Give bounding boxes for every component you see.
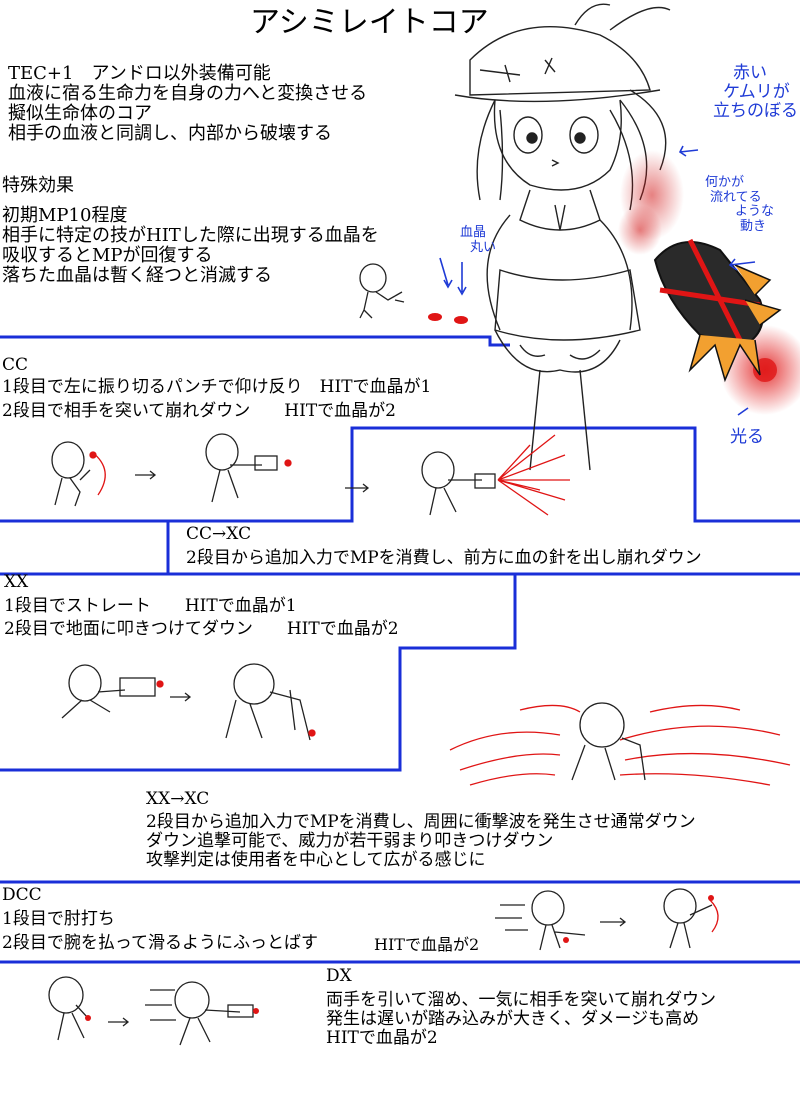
cc-line-2: 2段目で相手を突いて崩れダウン HITで血晶が2 <box>2 401 397 421</box>
intro-line: 相手の血液と同調し、内部から破壊する <box>8 123 332 145</box>
cc-heading: CC <box>2 355 29 375</box>
note-line: 丸い <box>470 239 497 255</box>
intro-line: 擬似生命体のコア <box>8 103 152 125</box>
note-line: 赤い <box>733 63 767 83</box>
dx-figures <box>48 976 254 1046</box>
note-line: 血晶 <box>460 225 487 240</box>
xx-center-figure <box>571 702 646 781</box>
cc-line-1: 1段目で左に振り切るパンチで仰け反り HITで血晶が1 <box>2 377 432 397</box>
xx-heading: XX <box>4 572 29 592</box>
xx-xc-line: ダウン追撃可能で、威力が若干弱まり叩きつけダウン <box>146 831 554 852</box>
dx-blood <box>85 1008 259 1021</box>
core-weapon <box>653 238 782 383</box>
page-title: アシミレイトコア <box>250 5 489 40</box>
dx-heading: DX <box>326 966 352 986</box>
note-line: ような <box>735 204 775 220</box>
cc-figures <box>51 433 496 516</box>
cc-xc-heading: CC→XC <box>186 524 252 544</box>
intro-line: TEC+1 アンドロ以外装備可能 <box>8 63 271 84</box>
xx-xc-line: 2段目から追加入力でMPを消費し、周囲に衝撃波を発生させ通常ダウン <box>146 812 696 832</box>
dcc-blood <box>563 895 714 943</box>
note-line: 動き <box>740 218 767 234</box>
dcc-line-2: 2段目で腕を払って滑るようにふっとばす <box>2 933 318 953</box>
xx-line-1: 1段目でストレート HITで血晶が1 <box>4 596 297 616</box>
special-heading: 特殊効果 <box>2 175 74 196</box>
note-line: 流れてる <box>710 189 762 205</box>
dx-line: HITで血晶が2 <box>326 1028 438 1049</box>
note-line: ケムリが <box>723 82 790 103</box>
dx-line: 発生は遅いが踏み込みが大きく、ダメージも高め <box>326 1009 700 1030</box>
dcc-line-2b: HITで血晶が2 <box>374 935 480 954</box>
dcc-line-1: 1段目で肘打ち <box>2 909 115 929</box>
special-line: 相手に特定の技がHITした際に出現する血晶を <box>2 225 379 247</box>
dx-line: 両手を引いて溜め、一気に相手を突いて崩れダウン <box>326 990 716 1010</box>
note-flowing: 何かが 流れてる ような 動き <box>705 175 775 234</box>
intro-block: TEC+1 アンドロ以外装備可能 血液に宿る生命力を自身の力へと変換させる 擬似… <box>8 63 368 145</box>
special-line: 吸収するとMPが回復する <box>2 245 213 267</box>
intro-line: 血液に宿る生命力を自身の力へと変換させる <box>8 83 368 105</box>
note-crystal: 血晶 丸い <box>460 225 497 255</box>
note-line: 立ちのぼる <box>713 101 798 122</box>
dcc-figures <box>495 888 719 951</box>
xx-line-2: 2段目で地面に叩きつけてダウン HITで血晶が2 <box>4 619 399 639</box>
xx-xc-line: 攻撃判定は使用者を中心として広がる感じに <box>146 850 486 871</box>
xx-figures <box>61 663 311 741</box>
note-arrows <box>439 145 756 416</box>
note-red-smoke: 赤い ケムリが 立ちのぼる <box>713 63 798 121</box>
special-line: 初期MP10程度 <box>2 205 128 226</box>
note-line: 何かが <box>705 175 745 190</box>
special-line: 落ちた血晶は暫く経つと消滅する <box>2 265 272 287</box>
section-dividers <box>0 335 800 964</box>
blood-crystals <box>428 313 468 324</box>
note-glow: 光る <box>730 427 764 447</box>
special-block: 初期MP10程度 相手に特定の技がHITした際に出現する血晶を 吸収するとMPが… <box>2 205 379 287</box>
small-figure-crystal <box>359 263 405 319</box>
dx-block: 両手を引いて溜め、一気に相手を突いて崩れダウン 発生は遅いが踏み込みが大きく、ダ… <box>326 990 716 1049</box>
cc-xc-line: 2段目から追加入力でMPを消費し、前方に血の針を出し崩れダウン <box>186 548 702 568</box>
dcc-heading: DCC <box>2 885 42 905</box>
cc-blood-needles <box>89 434 570 516</box>
xx-shockwave <box>156 680 791 786</box>
red-smoke <box>618 150 800 415</box>
xx-xc-heading: XX→XC <box>146 789 210 809</box>
xx-xc-block: 2段目から追加入力でMPを消費し、周囲に衝撃波を発生させ通常ダウン ダウン追撃可… <box>146 812 696 871</box>
